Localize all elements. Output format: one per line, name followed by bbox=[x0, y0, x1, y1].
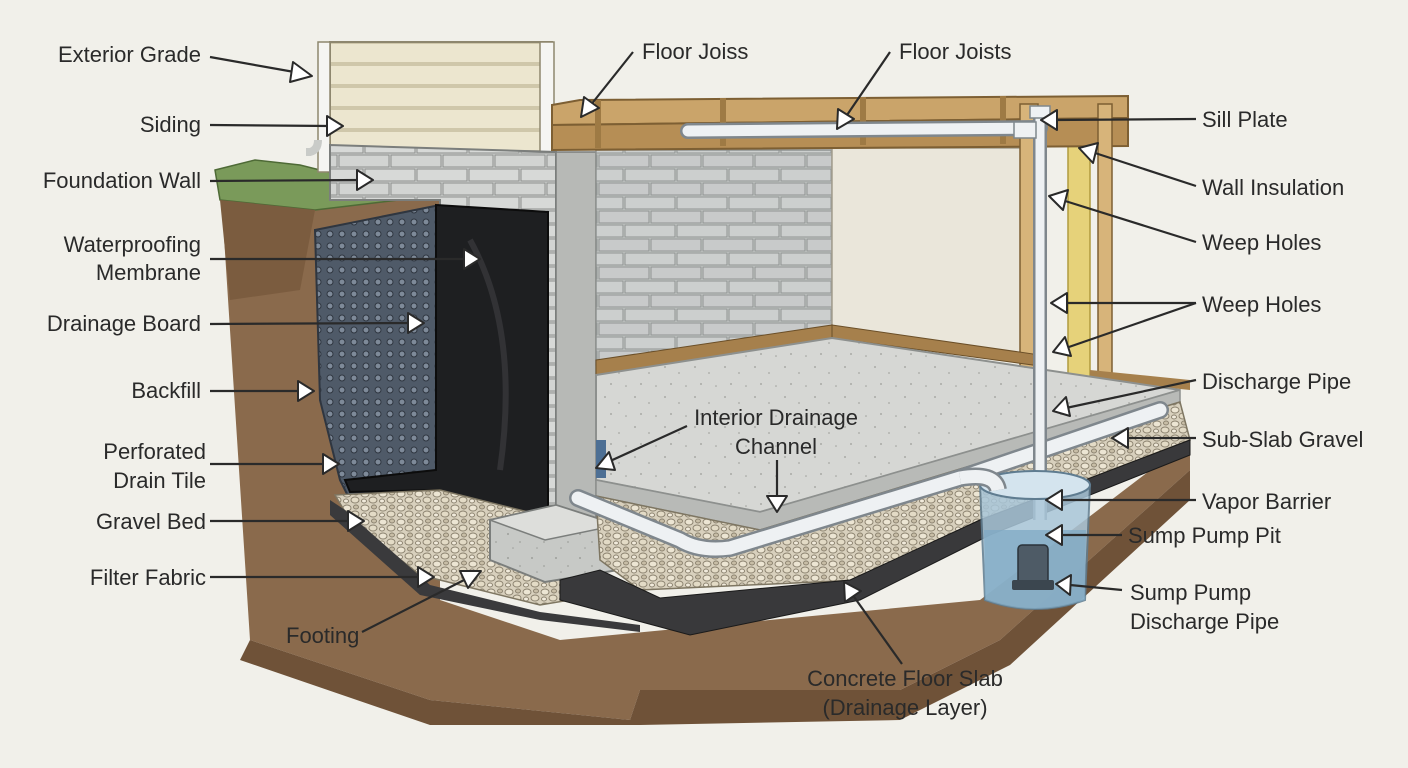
label-interior-drainage-channel-line2: Channel bbox=[735, 434, 817, 459]
label-concrete-floor-slab-line2: (Drainage Layer) bbox=[822, 695, 987, 720]
sump-pump-pit bbox=[958, 467, 1092, 610]
interior-drainage-channel bbox=[596, 440, 606, 478]
overhead-discharge-pipe bbox=[680, 105, 1051, 520]
label-foundation-wall: Foundation Wall bbox=[43, 168, 201, 193]
label-weep-holes-1: Weep Holes bbox=[1202, 230, 1321, 255]
siding-wall bbox=[306, 41, 555, 173]
sump-pump bbox=[1017, 544, 1049, 586]
label-gravel-bed: Gravel Bed bbox=[96, 509, 206, 534]
label-siding: Siding bbox=[140, 112, 201, 137]
label-sump-pump-pit: Sump Pump Pit bbox=[1128, 523, 1281, 548]
label-vapor-barrier: Vapor Barrier bbox=[1202, 489, 1331, 514]
label-sump-pump-discharge-line1: Sump Pump bbox=[1130, 580, 1251, 605]
label-exterior-grade: Exterior Grade bbox=[58, 42, 201, 67]
label-perforated-drain-tile-line1: Perforated bbox=[103, 439, 206, 464]
label-drainage-board: Drainage Board bbox=[47, 311, 201, 336]
interior-right-wall bbox=[831, 144, 1091, 401]
label-sub-slab-gravel: Sub-Slab Gravel bbox=[1202, 427, 1363, 452]
label-filter-fabric: Filter Fabric bbox=[90, 565, 206, 590]
label-waterproofing-membrane-line1: Waterproofing bbox=[64, 232, 201, 257]
label-wall-insulation: Wall Insulation bbox=[1202, 175, 1344, 200]
label-concrete-floor-slab-line1: Concrete Floor Slab bbox=[807, 666, 1003, 691]
label-perforated-drain-tile-line2: Drain Tile bbox=[113, 468, 206, 493]
interior-block-wall bbox=[595, 149, 833, 366]
labels: Exterior Grade Siding Foundation Wall Wa… bbox=[43, 39, 1364, 720]
label-floor-joists: Floor Joists bbox=[899, 39, 1011, 64]
label-footing: Footing bbox=[286, 623, 359, 648]
label-sill-plate: Sill Plate bbox=[1202, 107, 1288, 132]
wall-insulation-batt bbox=[1067, 144, 1091, 401]
label-discharge-pipe: Discharge Pipe bbox=[1202, 369, 1351, 394]
label-weep-holes-2: Weep Holes bbox=[1202, 292, 1321, 317]
label-waterproofing-membrane-line2: Membrane bbox=[96, 260, 201, 285]
label-interior-drainage-channel-line1: Interior Drainage bbox=[694, 405, 858, 430]
filter-fabric bbox=[330, 500, 640, 632]
leader-lines bbox=[209, 51, 1197, 665]
label-backfill: Backfill bbox=[131, 378, 201, 403]
interior-drain-pipe bbox=[569, 401, 1169, 558]
label-sump-pump-discharge-line2: Discharge Pipe bbox=[1130, 609, 1279, 634]
baseboard bbox=[595, 324, 1190, 390]
label-floor-joiss: Floor Joiss bbox=[642, 39, 748, 64]
vapor-barrier bbox=[559, 439, 1191, 636]
